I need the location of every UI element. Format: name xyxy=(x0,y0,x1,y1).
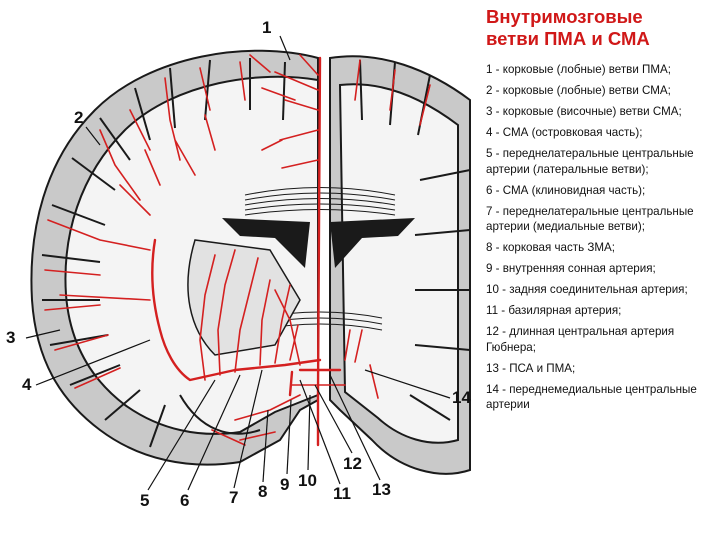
label-7: 7 xyxy=(229,488,238,507)
lateral-ventricle-right xyxy=(330,218,415,268)
lenticulostriate-lateral xyxy=(199,249,259,381)
anteromedial-central xyxy=(344,329,379,399)
legend-list: 1 - корковые (лобные) ветви ПМА; 2 - кор… xyxy=(486,62,714,413)
lateral-ventricle-left xyxy=(222,218,310,268)
heubner-artery xyxy=(274,289,301,366)
legend-item-10: 10 - задняя соединительная артерия; xyxy=(486,283,688,296)
label-13: 13 xyxy=(372,480,391,499)
label-8: 8 xyxy=(258,482,267,501)
legend-item-5: 5 - переднелатеральные центральные артер… xyxy=(486,147,694,176)
aca-cortical-branches xyxy=(249,54,319,169)
legend-item-1: 1 - корковые (лобные) ветви ПМА; xyxy=(486,63,671,76)
legend-item-12: 12 - длинная центральная артерия Гюбнера… xyxy=(486,325,675,354)
label-11: 11 xyxy=(333,484,351,503)
label-14: 14 xyxy=(452,388,471,407)
label-2: 2 xyxy=(74,108,83,127)
lenticulostriate-medial xyxy=(259,279,299,366)
label-6: 6 xyxy=(180,491,189,510)
label-3: 3 xyxy=(6,328,15,347)
mca-insular xyxy=(151,238,237,382)
legend-item-14: 14 - переднемедиальные центральные артер… xyxy=(486,382,697,412)
legend-item-13: 13 - ПСА и ПМА; xyxy=(486,361,576,375)
temporal-gyrus xyxy=(179,394,261,435)
legend-item-3: 3 - корковые (височные) ветви СМА; xyxy=(486,105,682,118)
mca-frontal-branches xyxy=(99,61,246,216)
mca-sphenoidal xyxy=(233,358,322,372)
legend-panel: Внутримозговые ветви ПМА и СМА 1 - корко… xyxy=(486,6,714,418)
label-5: 5 xyxy=(140,491,149,510)
panel-title: Внутримозговые ветви ПМА и СМА xyxy=(486,6,650,49)
label-9: 9 xyxy=(280,475,289,494)
mca-right-branches xyxy=(354,59,431,126)
legend-item-11: 11 - базилярная артерия; xyxy=(486,304,622,317)
labels: 1 2 3 4 5 6 7 8 9 10 11 12 13 14 xyxy=(6,18,471,510)
mca-temporal-branches xyxy=(44,219,151,389)
legend-item-8: 8 - корковая часть ЗМА; xyxy=(486,241,615,254)
legend-item-4: 4 - СМА (островковая часть); xyxy=(486,126,643,139)
legend-item-7: 7 - переднелатеральные центральные артер… xyxy=(486,204,694,234)
legend-item-2: 2 - корковые (лобные) ветви СМА; xyxy=(486,84,671,97)
legend-item-6: 6 - СМА (клиновидная часть); xyxy=(486,183,646,197)
label-10: 10 xyxy=(298,471,317,490)
internal-carotid xyxy=(288,370,294,397)
leader-lines xyxy=(25,35,451,491)
brain-section-diagram: 1 2 3 4 5 6 7 8 9 10 11 12 13 14 xyxy=(6,18,471,510)
basal-ganglia xyxy=(187,239,301,356)
aca-main xyxy=(316,56,322,397)
label-1: 1 xyxy=(262,18,271,37)
legend-item-9: 9 - внутренняя сонная артерия; xyxy=(486,262,656,275)
sulci xyxy=(41,58,286,448)
label-12: 12 xyxy=(343,454,362,473)
white-matter-right xyxy=(338,83,459,444)
label-4: 4 xyxy=(22,375,32,394)
